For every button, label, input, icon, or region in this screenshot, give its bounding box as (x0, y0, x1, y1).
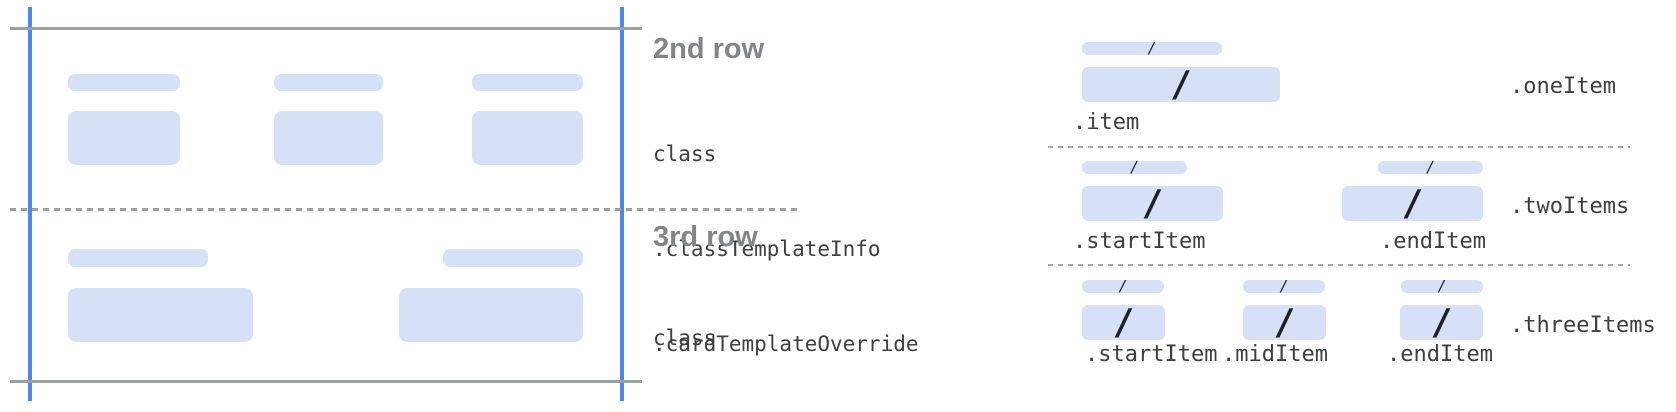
item-body-bar: / (1082, 64, 1280, 105)
placeholder-title-bar (472, 74, 583, 91)
item-label: .startItem (1073, 229, 1206, 254)
item-label: .endItem (1380, 229, 1486, 254)
card-top-line (10, 27, 642, 30)
slash-glyph: / (1425, 158, 1436, 176)
slash-glyph: / (1401, 183, 1424, 224)
placeholder-body-block (472, 111, 583, 165)
item-title-bar: / (1401, 277, 1483, 295)
code-line: .cardTemplateOverride (653, 331, 919, 356)
item-label: .midItem (1222, 342, 1328, 367)
placeholder-body-block (274, 111, 383, 165)
slash-glyph: / (1279, 277, 1289, 295)
item-title-bar: / (1378, 158, 1483, 176)
second-row-code: class .classTemplateInfo .cardTemplateOv… (653, 76, 956, 412)
third-row-heading: 3rd row (653, 221, 758, 253)
layout-divider-dashed-line (1048, 264, 1630, 266)
item-body-bar: / (1400, 302, 1483, 343)
slash-glyph: / (1430, 302, 1453, 343)
placeholder-title-bar (68, 74, 180, 91)
third-row-code: class .classTemplateInfo .cardTemplateOv… (653, 260, 956, 412)
placeholder-body-block (68, 288, 253, 342)
second-row-heading: 2nd row (653, 33, 765, 65)
item-body-bar: / (1243, 302, 1326, 343)
item-body-bar: / (1082, 302, 1165, 343)
code-line: class (653, 142, 717, 167)
item-body-bar: / (1082, 183, 1223, 224)
code-line: .classTemplateInfo (653, 236, 881, 261)
placeholder-title-bar (274, 74, 383, 91)
placeholder-title-bar (443, 249, 583, 267)
item-title-bar: / (1082, 158, 1187, 176)
card-left-edge-line (28, 7, 32, 401)
one-item-row-label: .oneItem (1510, 74, 1616, 99)
placeholder-title-bar (68, 249, 208, 267)
item-body-bar: / (1342, 183, 1483, 224)
slash-glyph: / (1147, 39, 1157, 57)
slash-glyph: / (1437, 277, 1447, 295)
slash-glyph: / (1273, 302, 1296, 343)
card-row-divider-dashed-line (10, 208, 797, 211)
slash-glyph: / (1129, 158, 1140, 176)
slash-glyph: / (1112, 302, 1135, 343)
code-line: class (653, 326, 717, 351)
item-title-bar: / (1082, 277, 1164, 295)
card-right-edge-line (620, 7, 624, 401)
item-title-bar: / (1243, 277, 1325, 295)
layout-divider-dashed-line (1048, 146, 1630, 148)
placeholder-body-block (399, 288, 583, 342)
item-label: .endItem (1387, 342, 1493, 367)
two-items-row-label: .twoItems (1510, 194, 1630, 219)
item-label: .startItem (1085, 342, 1218, 367)
card-bottom-line (10, 380, 642, 383)
slash-glyph: / (1141, 183, 1164, 224)
item-title-bar: / (1082, 39, 1222, 57)
item-label: .item (1073, 110, 1140, 135)
three-items-row-label: .threeItems (1510, 313, 1656, 338)
slash-glyph: / (1118, 277, 1128, 295)
placeholder-body-block (68, 111, 180, 165)
slash-glyph: / (1170, 64, 1192, 105)
